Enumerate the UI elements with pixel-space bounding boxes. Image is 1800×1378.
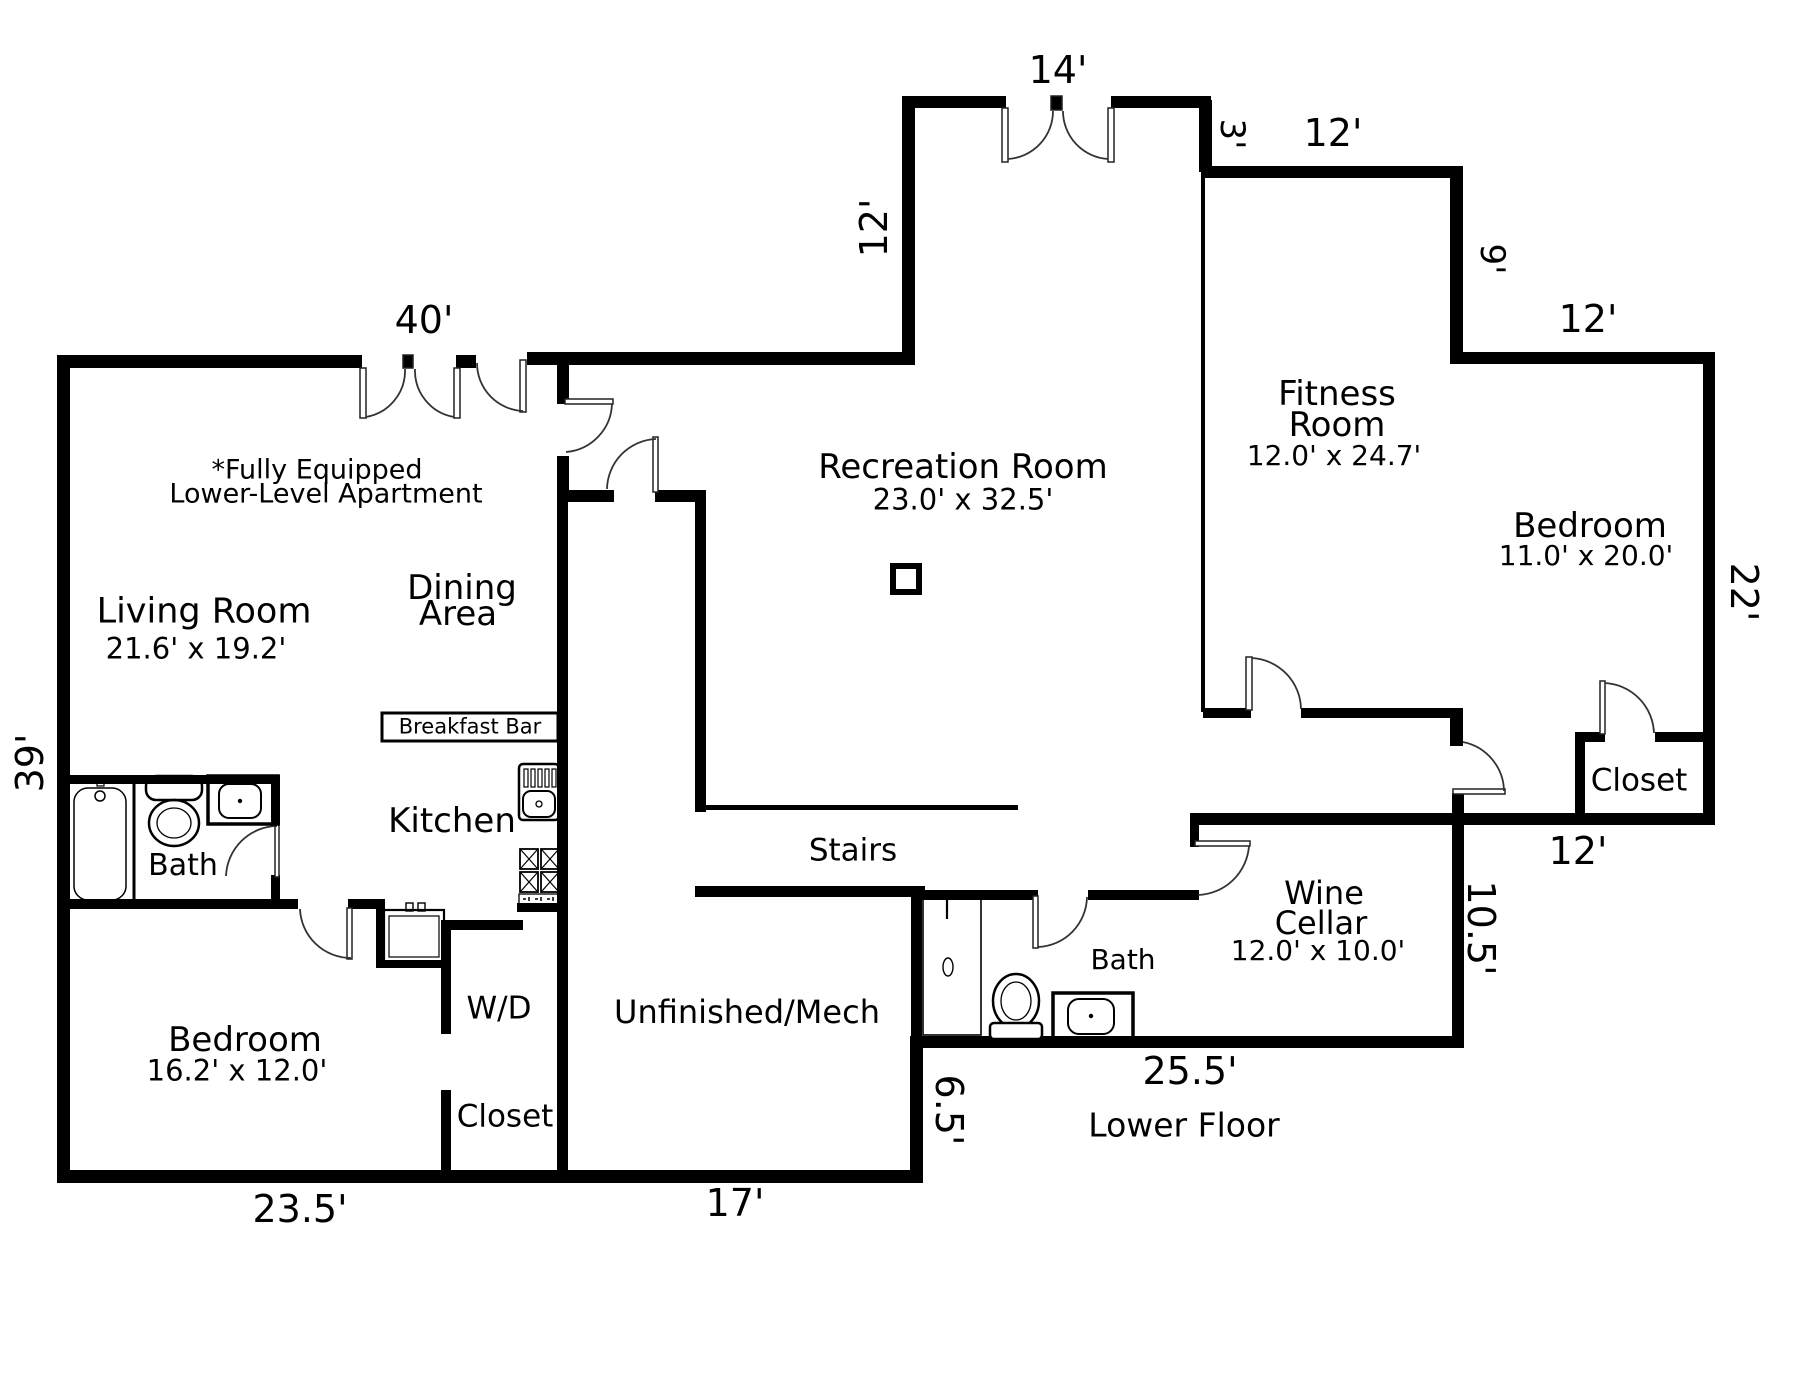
dimension-dim-12ft-fitness-top: 12'	[1303, 111, 1363, 155]
dimension-dim-12ft-rec-west: 12'	[852, 198, 896, 258]
column-icon	[890, 563, 922, 595]
room-name-closet-right-name: Closet	[1590, 762, 1688, 799]
room-name-living-room-name: Living Room	[96, 591, 312, 632]
fixture-breakfast-bar: Breakfast Bar	[398, 714, 542, 739]
room-name-bath-upper-name: Bath	[148, 848, 218, 883]
room-name-unfinished-name: Unfinished/Mech	[614, 993, 880, 1031]
kitchen-sink-icon	[517, 762, 561, 822]
walls-layer	[57, 96, 1715, 1183]
fixtures-layer	[64, 563, 1135, 1041]
dimension-dim-12ft-closet: 12'	[1548, 829, 1608, 873]
room-name-fitness-name-line2: Room	[1288, 405, 1386, 445]
stove-icon	[518, 848, 561, 906]
room-name-dining-area-line2: Area	[418, 594, 498, 634]
room-name-bath-lower-name: Bath	[1090, 943, 1156, 976]
sink-icon	[206, 774, 280, 826]
bathtub-icon	[64, 777, 136, 909]
room-name-bedroom-left-name: Bedroom	[168, 1020, 322, 1060]
room-name-wd-name: W/D	[466, 990, 532, 1027]
room-size-living-room-size: 21.6' x 19.2'	[105, 631, 287, 666]
room-name-dining-area-line1: Dining	[407, 568, 517, 608]
room-size-bedroom-left-size: 16.2' x 12.0'	[146, 1053, 328, 1088]
dimension-dim-17ft: 17'	[705, 1181, 765, 1225]
room-name-bedroom-right-name: Bedroom	[1513, 506, 1667, 546]
door-arcs-layer	[225, 110, 1655, 959]
room-size-fitness-size: 12.0' x 24.7'	[1246, 439, 1422, 472]
room-name-kitchen-name: Kitchen	[388, 801, 516, 841]
room-size-wine-cellar-size: 12.0' x 10.0'	[1230, 934, 1406, 967]
dimension-dim-14ft: 14'	[1028, 48, 1088, 92]
laundry-sink-icon	[382, 902, 446, 964]
dimension-dim-10-5ft: 10.5'	[1459, 880, 1503, 976]
room-size-bedroom-right-size: 11.0' x 20.0'	[1498, 539, 1674, 572]
dimension-dim-9ft: 9'	[1472, 243, 1512, 275]
room-name-stairs-name: Stairs	[808, 832, 898, 869]
dimension-dim-40ft: 40'	[394, 298, 454, 342]
room-name-wine-cellar-line1: Wine	[1284, 874, 1364, 912]
toilet-lower-icon	[988, 972, 1044, 1041]
room-name-wine-cellar-line2: Cellar	[1274, 904, 1368, 942]
dimension-dim-12ft-bedroom-top: 12'	[1558, 297, 1618, 341]
sink-lower-icon	[1051, 991, 1135, 1041]
annotation-annotation-line2: Lower-Level Apartment	[169, 478, 483, 510]
annotation-annotation-line1: *Fully Equipped	[211, 454, 423, 486]
room-name-closet-left-name: Closet	[456, 1098, 554, 1135]
dimension-dim-22ft: 22'	[1722, 562, 1766, 622]
floor-name-lower-floor: Lower Floor	[1088, 1105, 1280, 1145]
room-name-recreation-name: Recreation Room	[818, 447, 1108, 487]
doors-layer	[274, 95, 1606, 960]
dimension-dim-6-5ft: 6.5'	[927, 1074, 971, 1146]
room-size-recreation-size: 23.0' x 32.5'	[872, 482, 1054, 517]
toilet-icon	[144, 774, 204, 848]
dimension-dim-3ft: 3'	[1212, 118, 1252, 150]
dimension-dim-23-5ft: 23.5'	[252, 1187, 348, 1231]
shower-icon	[922, 896, 982, 1036]
dimension-dim-39ft: 39'	[8, 733, 52, 793]
breakfast-bar-counter	[380, 711, 560, 743]
dimension-dim-25-5ft: 25.5'	[1142, 1049, 1238, 1093]
room-name-fitness-name-line1: Fitness	[1278, 374, 1396, 414]
